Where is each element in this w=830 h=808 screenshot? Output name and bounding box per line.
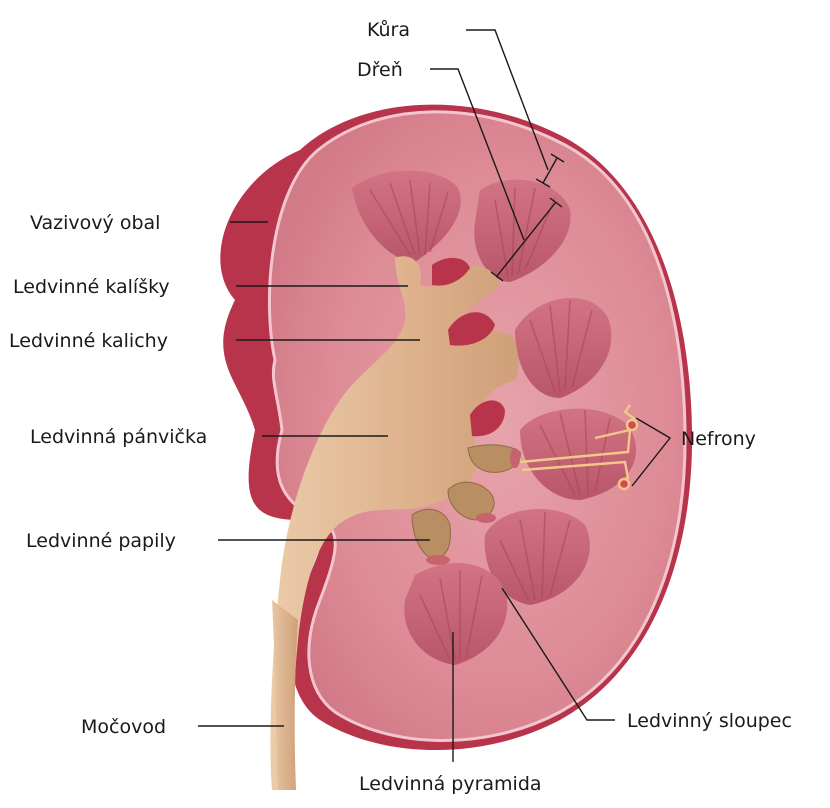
label-renal-pyramid: Ledvinná pyramida: [359, 773, 542, 795]
label-renal-column: Ledvinný sloupec: [627, 710, 792, 732]
label-minor-calyces: Ledvinné kalíšky: [13, 276, 170, 298]
label-major-calyces: Ledvinné kalichy: [9, 330, 168, 352]
papilla-tip: [476, 513, 496, 523]
label-ureter: Močovod: [81, 716, 166, 738]
label-nephrons: Nefrony: [681, 428, 756, 450]
label-cortex: Kůra: [367, 19, 410, 41]
label-renal-pelvis: Ledvinná pánvička: [30, 426, 207, 448]
label-medulla: Dřeň: [357, 59, 403, 81]
label-renal-papillae: Ledvinné papily: [26, 530, 176, 552]
label-fibrous-capsule: Vazivový obal: [30, 212, 160, 234]
papilla-tip: [510, 448, 520, 468]
papilla-tip: [426, 555, 450, 565]
